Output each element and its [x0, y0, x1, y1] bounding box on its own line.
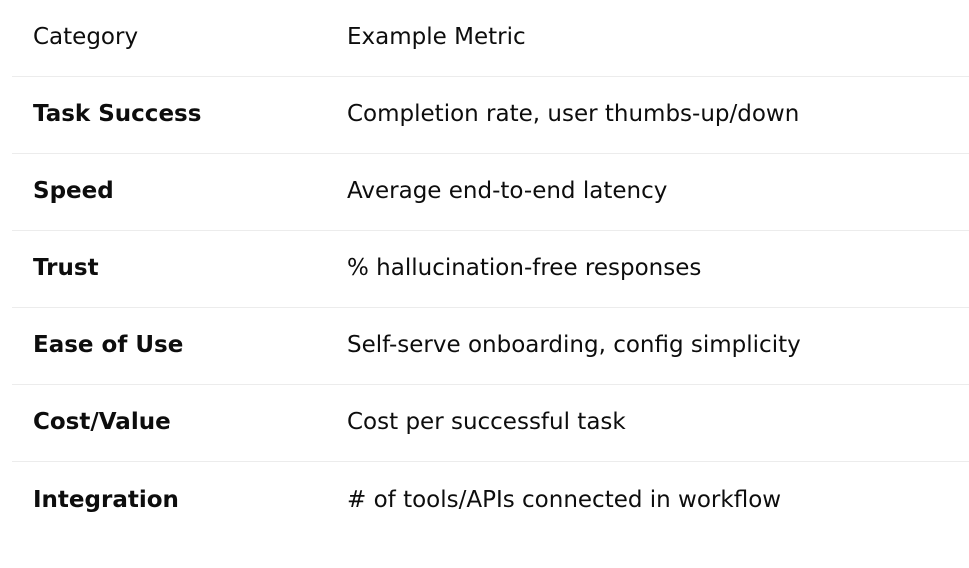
category-cell: Trust [33, 255, 99, 282]
category-cell: Cost/Value [33, 409, 171, 436]
table-row: Cost/Value Cost per successful task [12, 385, 969, 462]
metric-cell: # of tools/APIs connected in workflow [347, 486, 782, 513]
metrics-table: Category Example Metric Task Success Com… [12, 0, 969, 539]
column-header-metric: Example Metric [347, 24, 526, 51]
table-header-row: Category Example Metric [12, 0, 969, 77]
table-row: Trust % hallucination-free responses [12, 231, 969, 308]
category-cell: Integration [33, 486, 179, 513]
metric-cell: Self-serve onboarding, config simplicity [347, 332, 801, 359]
metric-cell: Average end-to-end latency [347, 178, 668, 205]
column-header-category: Category [33, 24, 139, 51]
table-row: Integration # of tools/APIs connected in… [12, 462, 969, 539]
category-cell: Speed [33, 178, 114, 205]
metric-cell: Cost per successful task [347, 409, 626, 436]
metric-cell: Completion rate, user thumbs-up/down [347, 101, 800, 128]
table-row: Task Success Completion rate, user thumb… [12, 77, 969, 154]
table-row: Ease of Use Self-serve onboarding, confi… [12, 308, 969, 385]
table-row: Speed Average end-to-end latency [12, 154, 969, 231]
category-cell: Ease of Use [33, 332, 184, 359]
category-cell: Task Success [33, 101, 202, 128]
metric-cell: % hallucination-free responses [347, 255, 702, 282]
